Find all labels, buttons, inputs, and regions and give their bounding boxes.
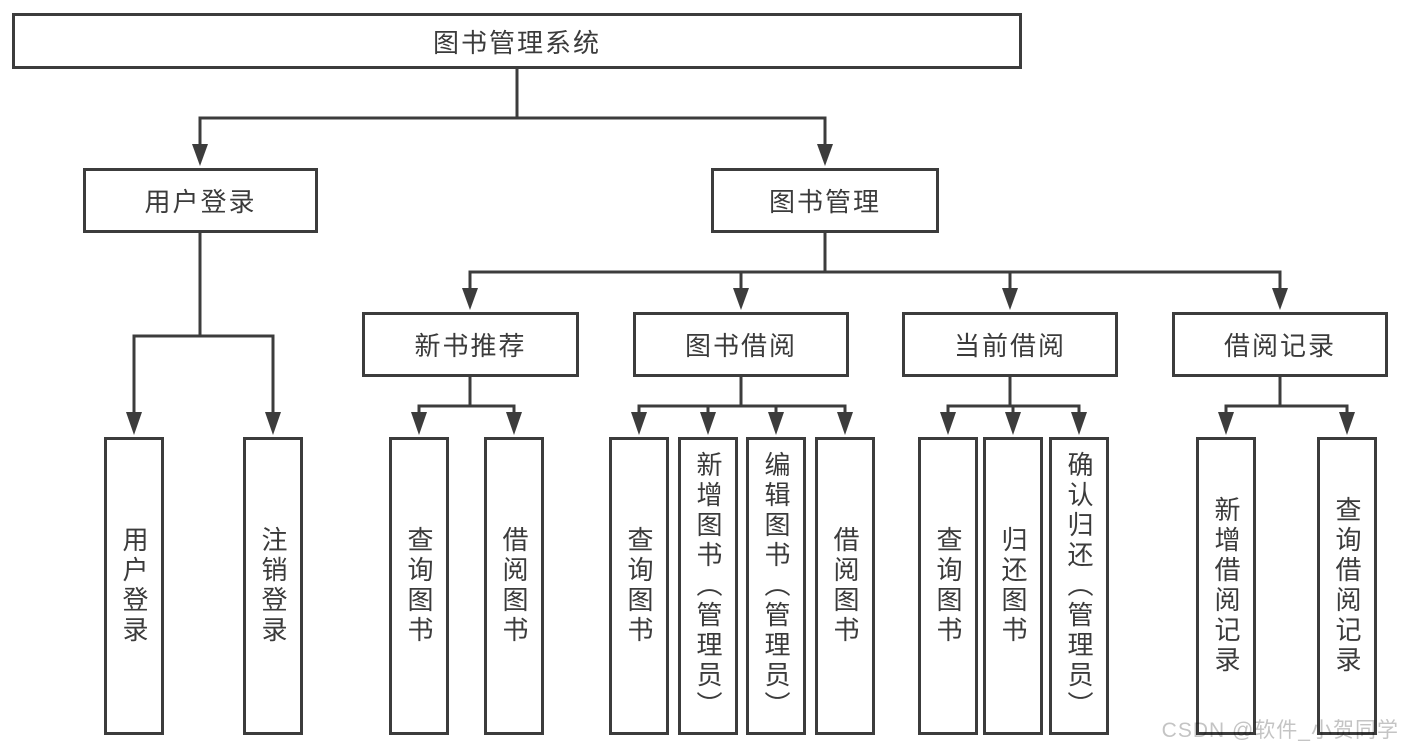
node-root: 图书管理系统	[12, 13, 1022, 69]
connector-user-login-branch	[126, 231, 281, 435]
connector-borrow-record-branch	[1218, 375, 1355, 435]
node-current-borrow: 当前借阅	[902, 312, 1118, 377]
leaf-return-book: 归还图书	[983, 437, 1043, 735]
leaf-borrow-books: 借阅图书	[815, 437, 875, 735]
node-book-borrow: 图书借阅	[633, 312, 849, 377]
leaf-query-books-current: 查询图书	[918, 437, 978, 735]
connector-book-borrow-branch	[631, 375, 853, 435]
leaf-query-books-borrow: 查询图书	[609, 437, 669, 735]
node-borrow-records: 借阅记录	[1172, 312, 1388, 377]
node-new-book-recommend: 新书推荐	[362, 312, 579, 377]
node-user-login: 用户登录	[83, 168, 318, 233]
watermark-text: CSDN @软件_小贺同学	[1161, 719, 1399, 742]
leaf-user-login: 用户登录	[104, 437, 164, 735]
leaf-query-books-recommend: 查询图书	[389, 437, 449, 735]
node-book-management: 图书管理	[711, 168, 939, 233]
connector-new-book-branch	[411, 375, 522, 435]
leaf-add-book-admin: 新增图书（管理员）	[678, 437, 738, 735]
connector-current-borrow-branch	[940, 375, 1087, 435]
connector-book-management-branch	[462, 231, 1288, 310]
leaf-edit-book-admin: 编辑图书（管理员）	[746, 437, 806, 735]
leaf-borrow-books-recommend: 借阅图书	[484, 437, 544, 735]
leaf-logout: 注销登录	[243, 437, 303, 735]
leaf-confirm-return-admin: 确认归还（管理员）	[1049, 437, 1109, 735]
leaf-query-borrow-record: 查询借阅记录	[1317, 437, 1377, 735]
connector-root-to-level2	[192, 66, 833, 166]
leaf-add-borrow-record: 新增借阅记录	[1196, 437, 1256, 735]
